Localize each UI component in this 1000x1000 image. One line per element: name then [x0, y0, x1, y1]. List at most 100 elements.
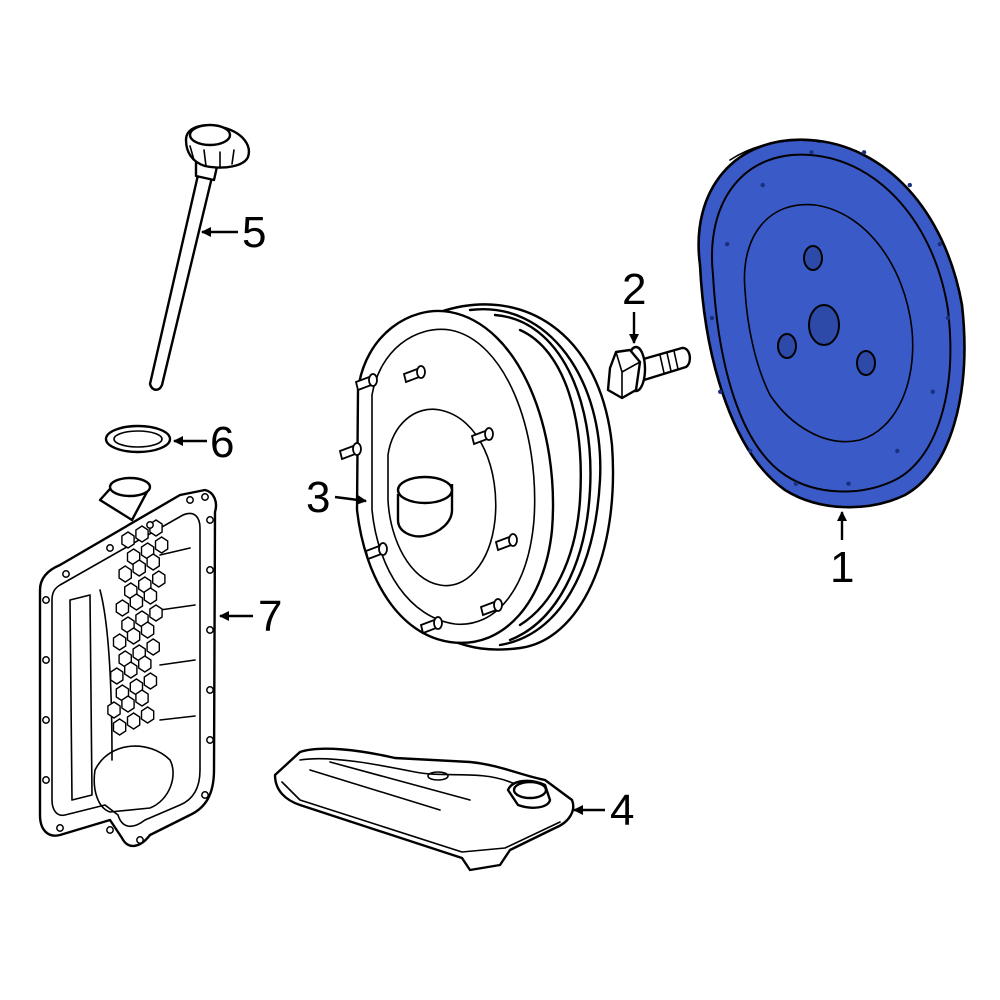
callout-leaders — [173, 227, 847, 815]
pan-bolt-hole — [42, 596, 50, 604]
flexplate-outer-hole — [907, 182, 912, 188]
honeycomb-cell — [112, 633, 127, 651]
converter-stud — [479, 598, 503, 617]
flexplate-outer-hole — [945, 315, 951, 321]
flexplate-bolt-hole — [777, 333, 797, 359]
filter-ridge — [309, 761, 471, 811]
honeycomb-cell — [135, 689, 149, 707]
pan-bolt-hole — [206, 516, 214, 524]
converter-ring — [518, 328, 582, 627]
pan-bolt-hole — [42, 656, 50, 664]
flexplate-inner-ring — [743, 203, 914, 443]
callout-numbers: 1 2 3 4 5 6 7 — [210, 208, 854, 835]
pan-bolt-hole — [56, 824, 64, 832]
filter-flange — [281, 781, 561, 853]
seal-part[interactable] — [104, 424, 172, 454]
flexplate-outer-hole — [809, 150, 814, 155]
honeycomb-cell — [126, 627, 141, 645]
flexplate-outer-hole — [718, 389, 723, 394]
honeycomb-cell — [112, 718, 127, 736]
honeycomb-cell — [132, 559, 147, 577]
filter-badge — [427, 771, 449, 781]
flexplate-outer-hole — [725, 242, 730, 247]
stud-end — [352, 442, 362, 456]
honeycomb-cell — [121, 531, 135, 549]
honeycomb-cell — [140, 621, 155, 639]
converter-stud — [354, 373, 378, 392]
flexplate-rim-edge — [729, 139, 821, 161]
flexplate-bolt-hole — [856, 350, 876, 376]
pan-bolt-hole — [136, 836, 144, 844]
flexplate-part[interactable] — [697, 138, 966, 509]
dipstick-cap-top — [188, 123, 232, 147]
pan-fill-neck-opening — [108, 476, 152, 498]
pan-bolt-holes — [42, 493, 214, 844]
pan-inner-wall — [51, 512, 201, 828]
converter-face-lip — [371, 328, 536, 625]
honeycomb-cell — [109, 667, 124, 685]
honeycomb-cell — [107, 701, 121, 719]
callout-2: 2 — [622, 265, 646, 314]
callout-6: 6 — [210, 418, 234, 467]
flexplate-outer-hole — [793, 481, 799, 486]
converter-hub-end — [396, 475, 454, 505]
pan-bolt-hole — [106, 544, 114, 552]
oil-pan-part[interactable] — [38, 476, 218, 848]
stud-end — [416, 365, 426, 379]
honeycomb-cell — [135, 525, 149, 543]
honeycomb-cell — [121, 695, 135, 713]
bolt-head-facet — [615, 351, 641, 399]
callout-7: 7 — [258, 592, 282, 641]
pan-bolt-hole — [201, 791, 209, 799]
honeycomb-cell — [126, 712, 141, 730]
bolt-part[interactable] — [606, 345, 692, 400]
flexplate-outer-hole — [861, 150, 867, 155]
converter-ring — [468, 307, 602, 647]
pan-honeycomb — [107, 519, 169, 736]
converter-stud — [338, 442, 362, 461]
flexplate-outer-hole — [760, 182, 765, 188]
torque-converter-part[interactable] — [338, 303, 615, 651]
flexplate-outer-hole — [930, 389, 935, 394]
bolt-head — [606, 348, 642, 400]
honeycomb-cell — [118, 565, 133, 583]
honeycomb-cell — [115, 599, 130, 617]
filter-part[interactable] — [273, 747, 575, 872]
pan-bolt-hole — [146, 521, 154, 529]
flexplate-outer-hole — [846, 481, 851, 486]
flexplate-outer-hole — [748, 448, 753, 454]
honeycomb-cell — [146, 638, 161, 656]
pan-bolt-hole — [206, 686, 214, 694]
seal-ring-inner — [113, 430, 163, 448]
honeycomb-cell — [143, 672, 158, 690]
converter-inner-ring — [387, 408, 497, 587]
honeycomb-cell — [123, 661, 138, 679]
filter-body — [273, 747, 575, 872]
bolt-shank — [638, 346, 692, 382]
pan-bolt-hole — [206, 626, 214, 634]
filter-outlet-opening — [512, 780, 548, 800]
converter-stud — [402, 365, 426, 384]
flexplate-outer-hole — [895, 448, 900, 454]
pan-rib — [69, 594, 93, 801]
converter-studs — [338, 365, 518, 635]
pan-bolt-hole — [206, 736, 214, 744]
stud-end — [508, 533, 518, 547]
pan-bolt-hole — [206, 566, 214, 574]
stud-end — [493, 598, 503, 612]
dipstick-part[interactable] — [148, 123, 251, 391]
flexplate-bolt-hole — [803, 245, 823, 271]
pan-bolt-hole — [42, 716, 50, 724]
callout-5: 5 — [242, 208, 266, 257]
dipstick-blade — [148, 173, 214, 391]
honeycomb-cell — [137, 655, 152, 673]
converter-stud — [364, 542, 388, 561]
stud-end — [368, 373, 378, 387]
honeycomb-cell — [140, 706, 155, 724]
honeycomb-cell — [129, 593, 144, 611]
stud-end — [484, 427, 494, 441]
converter-ring — [493, 313, 592, 642]
honeycomb-cell — [143, 587, 158, 605]
seal-ring-outer — [104, 424, 172, 454]
